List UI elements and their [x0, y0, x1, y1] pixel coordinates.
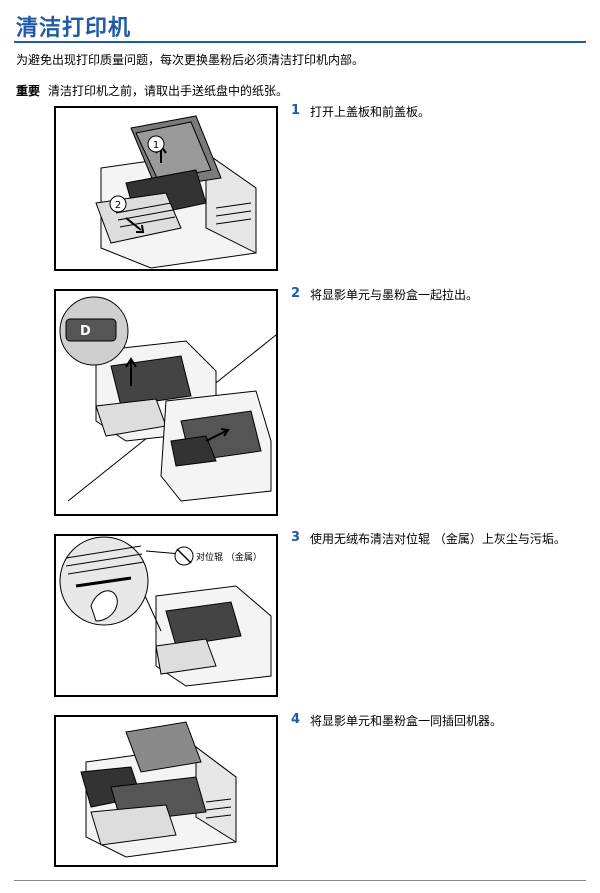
- printer-open-covers-illustration: 1 2: [56, 108, 276, 269]
- note-text: 清洁打印机之前，请取出手送纸盘中的纸张。: [48, 84, 288, 98]
- footer-divider: [14, 880, 586, 881]
- step-text: 打开上盖板和前盖板。: [310, 103, 430, 120]
- step-2: 2 将显影单元与墨粉盒一起拉出。: [291, 286, 478, 303]
- intro-text: 为避免出现打印质量问题，每次更换墨粉后必须清洁打印机内部。: [16, 51, 364, 68]
- step-number: 1: [291, 103, 300, 120]
- step-1: 1 打开上盖板和前盖板。: [291, 103, 430, 120]
- step-3: 3 使用无绒布清洁对位辊 （金属）上灰尘与污垢。: [291, 530, 566, 547]
- page-title: 清洁打印机: [16, 10, 131, 42]
- step-text: 将显影单元与墨粉盒一起拉出。: [310, 286, 478, 303]
- step-number: 2: [291, 286, 300, 303]
- step-number: 4: [291, 712, 300, 729]
- step-4: 4 将显影单元和墨粉盒一同插回机器。: [291, 712, 502, 729]
- step-text: 将显影单元和墨粉盒一同插回机器。: [310, 712, 502, 729]
- step-text: 使用无绒布清洁对位辊 （金属）上灰尘与污垢。: [310, 530, 566, 547]
- important-note: 重要清洁打印机之前，请取出手送纸盘中的纸张。: [16, 82, 288, 99]
- roller-callout: 对位辊 （金属）: [196, 551, 262, 563]
- marker-1: 1: [153, 140, 159, 151]
- title-divider: [14, 41, 586, 43]
- figure-reinsert-developer: [54, 715, 278, 867]
- figure-clean-roller: 对位辊 （金属）: [54, 534, 278, 697]
- pull-out-developer-illustration: D: [56, 291, 276, 514]
- step-number: 3: [291, 530, 300, 547]
- developer-label: D: [80, 324, 91, 339]
- clean-roller-illustration: 对位辊 （金属）: [56, 536, 276, 695]
- marker-2: 2: [115, 200, 121, 211]
- figure-open-covers: 1 2: [54, 106, 278, 271]
- reinsert-developer-illustration: [56, 717, 276, 865]
- note-label: 重要: [16, 84, 40, 98]
- figure-pull-out-developer: D: [54, 289, 278, 516]
